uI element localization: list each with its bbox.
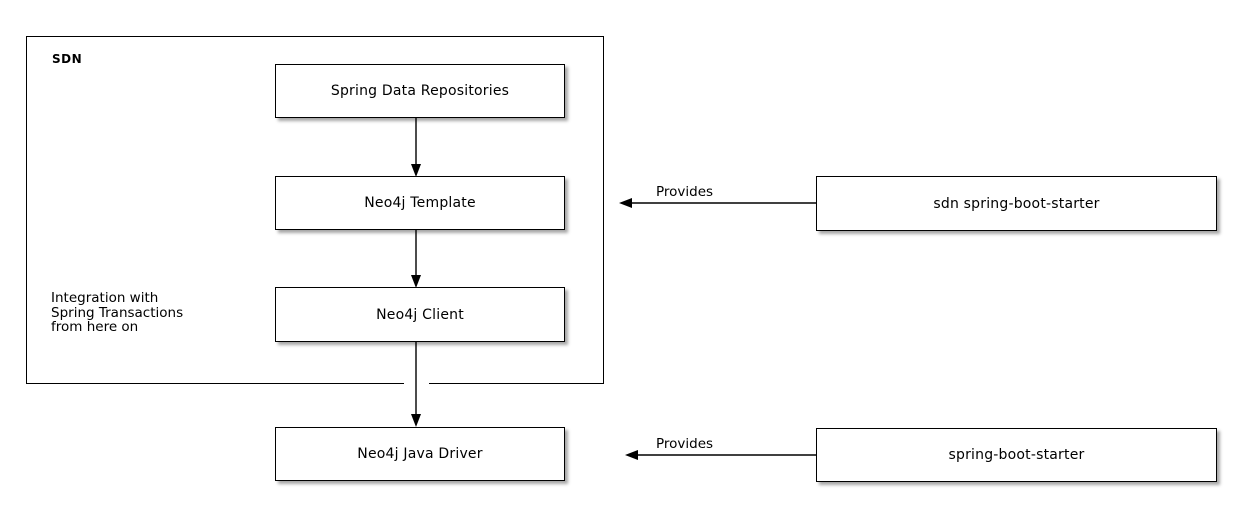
node-neo4j-client: Neo4j Client <box>275 287 565 342</box>
node-spring-data-repositories: Spring Data Repositories <box>275 64 565 118</box>
node-label: Spring Data Repositories <box>330 83 510 99</box>
container-border-gap <box>404 381 429 387</box>
arrow-starter-to-driver <box>625 450 816 460</box>
integration-note-line-3: from here on <box>51 319 139 335</box>
node-label: spring-boot-starter <box>948 447 1085 463</box>
arrow-sdn-starter-to-template <box>619 198 816 208</box>
node-sdn-spring-boot-starter: sdn spring-boot-starter <box>816 176 1217 231</box>
sdn-package-container <box>26 36 604 384</box>
integration-note-line-1: Integration with <box>51 290 159 306</box>
integration-note: Integration with Spring Transactions fro… <box>51 291 183 335</box>
integration-note-line-2: Spring Transactions <box>51 304 184 321</box>
node-neo4j-java-driver: Neo4j Java Driver <box>275 427 565 481</box>
sdn-package-label: SDN <box>52 52 83 66</box>
node-label: Neo4j Client <box>376 306 464 323</box>
node-label: Neo4j Template <box>364 195 476 211</box>
node-neo4j-template: Neo4j Template <box>275 176 565 230</box>
edge-label-provides-top: Provides <box>656 184 714 200</box>
node-spring-boot-starter: spring-boot-starter <box>816 428 1217 482</box>
node-label: Neo4j Java Driver <box>357 446 483 462</box>
edge-label-provides-bottom: Provides <box>656 436 714 452</box>
node-label: sdn spring-boot-starter <box>933 195 1100 212</box>
